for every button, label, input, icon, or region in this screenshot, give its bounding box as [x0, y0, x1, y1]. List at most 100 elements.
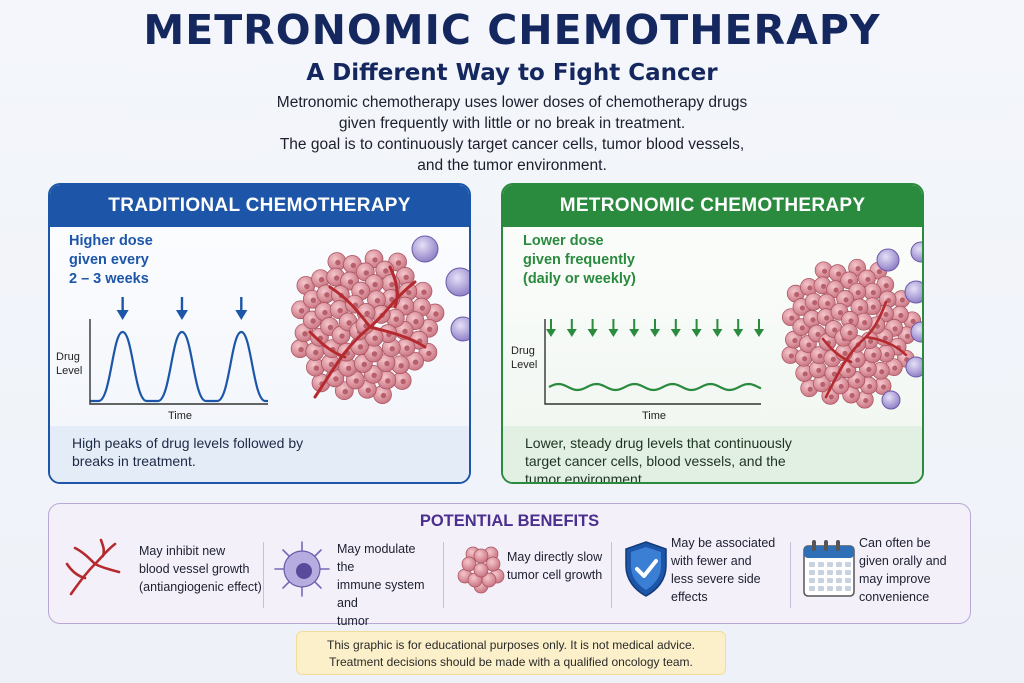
blood-vessel-icon — [821, 300, 908, 399]
traditional-drug-level-graph: Drug Level Time — [56, 297, 268, 422]
benefit-text: Can often be given orally and may improv… — [859, 534, 947, 606]
benefit-item: May modulate the immune system and tumor… — [271, 534, 436, 646]
dose-arrow — [650, 319, 660, 337]
shield-check-icon — [625, 541, 667, 597]
blood-vessel-icon — [65, 538, 121, 596]
benefit-line: Can often be — [859, 536, 931, 550]
dose-line: Higher dose — [69, 233, 153, 249]
benefit-line: may improve — [859, 572, 931, 586]
calendar-icon — [803, 540, 855, 597]
dose-line: 2 – 3 weeks — [69, 271, 149, 287]
benefit-item: May directly slow tumor cell growth — [451, 534, 611, 622]
dose-line: (daily or weekly) — [523, 271, 636, 287]
immune-cell-icon — [876, 241, 922, 410]
metronomic-panel: METRONOMIC CHEMOTHERAPY Lower dose given… — [501, 183, 924, 484]
blood-vessel-icon — [308, 265, 427, 399]
dose-arrow — [175, 297, 188, 320]
disclaimer-line: Treatment decisions should be made with … — [329, 655, 693, 669]
benefit-divider — [263, 542, 264, 608]
dose-arrows — [546, 319, 764, 337]
benefit-divider — [790, 542, 791, 608]
dose-arrow — [566, 319, 577, 337]
traditional-dose-text: Higher dose given every 2 – 3 weeks — [69, 232, 153, 289]
benefit-line: blood vessel growth — [139, 562, 250, 576]
x-axis-label: Time — [642, 410, 666, 422]
caption-line: breaks in treatment. — [72, 453, 196, 469]
benefit-text: May be associated with fewer and less se… — [671, 534, 775, 606]
traditional-panel: TRADITIONAL CHEMOTHERAPY Higher dose giv… — [48, 183, 471, 484]
dose-arrow — [712, 319, 723, 337]
benefit-line: (antiangiogenic effect) — [139, 580, 262, 594]
graph-axes — [544, 319, 761, 405]
dose-arrow — [629, 319, 640, 337]
disclaimer-line: This graphic is for educational purposes… — [327, 638, 695, 652]
tumor-cells-icon — [290, 249, 445, 404]
benefit-line: less severe side — [671, 572, 761, 586]
benefit-divider — [611, 542, 612, 608]
dose-arrow — [116, 297, 129, 320]
drug-level-curve — [90, 330, 268, 403]
immune-cell-icon — [411, 235, 469, 342]
dose-line: given frequently — [523, 252, 635, 268]
tumor-illustration — [290, 235, 469, 404]
benefit-line: given orally and — [859, 554, 947, 568]
dose-arrow — [691, 319, 702, 337]
benefit-line: May modulate the — [337, 542, 416, 574]
dose-arrow — [235, 297, 248, 320]
caption-line: High peaks of drug levels followed by — [72, 435, 304, 451]
tumor-illustration — [781, 241, 922, 410]
dose-arrow — [754, 319, 764, 337]
benefit-line: effects — [671, 590, 708, 604]
benefit-item: Can often be given orally and may improv… — [797, 534, 967, 622]
caption-line: target cancer cells, blood vessels, and … — [525, 453, 786, 469]
graph-axes — [89, 319, 268, 405]
benefit-line: tumor cell growth — [507, 568, 603, 582]
benefit-divider — [443, 542, 444, 608]
potential-benefits-panel: POTENTIAL BENEFITS May inhibit new blood… — [48, 503, 971, 646]
y-axis-label: Level — [511, 359, 537, 371]
dose-arrows — [116, 297, 248, 320]
benefit-line: convenience — [859, 590, 930, 604]
metronomic-diagram: Lower dose given frequently (daily or we… — [503, 227, 922, 426]
page-title: METRONOMIC CHEMOTHERAPY — [143, 6, 881, 54]
dose-line: given every — [69, 252, 149, 268]
benefit-text: May inhibit new blood vessel growth (ant… — [139, 542, 262, 596]
dose-arrow — [546, 319, 556, 337]
traditional-diagram: Higher dose given every 2 – 3 weeks Drug… — [50, 227, 469, 426]
metronomic-dose-text: Lower dose given frequently (daily or we… — [523, 232, 636, 289]
benefit-line: May inhibit new — [139, 544, 226, 558]
metronomic-caption: Lower, steady drug levels that continuou… — [503, 426, 922, 484]
metronomic-drug-level-graph: Drug Level Time — [511, 319, 764, 422]
dose-arrow — [608, 319, 619, 337]
intro-text: Metronomic chemotherapy uses lower doses… — [212, 92, 812, 176]
y-axis-label: Level — [56, 365, 82, 377]
intro-line: and the tumor environment. — [417, 157, 607, 174]
dose-arrow — [733, 319, 744, 337]
metronomic-heading: METRONOMIC CHEMOTHERAPY — [503, 185, 922, 227]
x-axis-label: Time — [168, 410, 192, 422]
benefits-heading: POTENTIAL BENEFITS — [419, 512, 600, 530]
drug-level-curve — [548, 382, 762, 392]
benefit-line: immune system and — [337, 578, 425, 610]
benefit-text: May directly slow tumor cell growth — [507, 548, 602, 584]
disclaimer-note: This graphic is for educational purposes… — [296, 631, 726, 675]
intro-line: Metronomic chemotherapy uses lower doses… — [276, 94, 748, 111]
traditional-heading: TRADITIONAL CHEMOTHERAPY — [50, 185, 469, 227]
y-axis-label: Drug — [56, 351, 80, 363]
benefit-item: May be associated with fewer and less se… — [619, 534, 789, 622]
intro-line: The goal is to continuously target cance… — [279, 136, 745, 153]
immune-cell-icon — [274, 541, 330, 597]
y-axis-label: Drug — [511, 345, 535, 357]
traditional-caption: High peaks of drug levels followed by br… — [50, 426, 469, 482]
tumor-cells-icon — [781, 258, 922, 409]
caption-line: Lower, steady drug levels that continuou… — [525, 435, 792, 451]
caption-line: tumor environment. — [525, 471, 646, 484]
dose-arrow — [670, 319, 681, 337]
benefit-line: with fewer and — [671, 554, 752, 568]
benefit-line: May be associated — [671, 536, 776, 550]
intro-line: given frequently with little or no break… — [338, 115, 686, 132]
benefit-item: May inhibit new blood vessel growth (ant… — [63, 534, 269, 622]
tumor-cells-icon — [457, 546, 505, 594]
dose-line: Lower dose — [523, 233, 604, 249]
page-subtitle: A Different Way to Fight Cancer — [306, 60, 718, 86]
